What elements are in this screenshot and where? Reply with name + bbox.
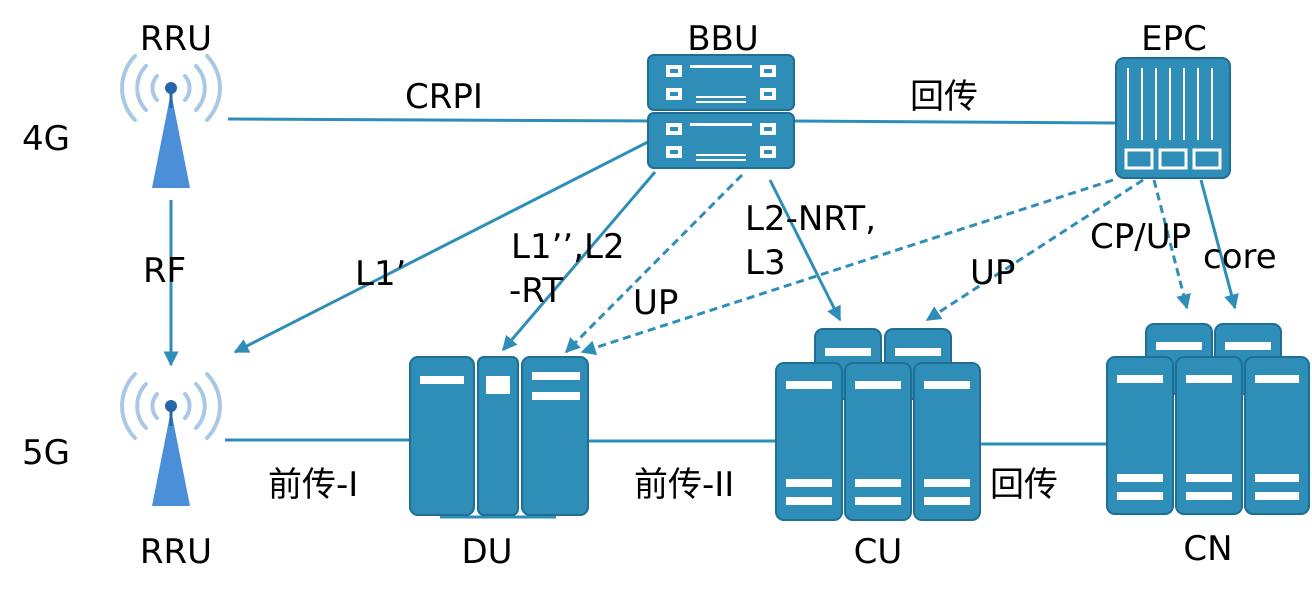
node-label-cu: CU (854, 532, 903, 572)
link-label-l1-prime: L1’ (355, 254, 406, 294)
link-label-l1-l2-rt-1: L1’’,L2 (511, 227, 625, 267)
l2nrt-l3-link (768, 179, 842, 322)
links (163, 117, 1239, 446)
antenna-icon-bottom (120, 372, 222, 506)
du-servers-icon (409, 356, 589, 519)
backhaul-top-link (793, 119, 1117, 125)
link-label-l2-nrt-2: L3 (745, 243, 786, 283)
node-label-rru-bottom: RRU (140, 532, 212, 572)
l1-prime-link (233, 140, 649, 354)
cn-servers-icon (1106, 323, 1310, 515)
antenna-icon-top (120, 54, 222, 188)
link-label-core: core (1203, 237, 1277, 277)
up-epc-cu-link (925, 178, 1144, 322)
link-label-cp-up: CP/UP (1090, 217, 1191, 257)
core-epc-cn-link (1199, 179, 1239, 310)
up-epc-du-link (580, 178, 1114, 355)
row-label-5g: 5G (22, 433, 70, 473)
labels: 4G 5G RRU RRU BBU EPC DU CU CN CRPI 回传 R… (22, 19, 1277, 572)
node-label-epc: EPC (1141, 19, 1207, 59)
crpi-link (227, 117, 651, 123)
row-label-4g: 4G (22, 119, 70, 159)
cpup-epc-cn-link (1152, 179, 1191, 310)
epc-icon (1115, 57, 1231, 179)
link-label-backhaul-top: 回传 (910, 77, 978, 117)
node-label-du: DU (461, 532, 512, 572)
up-bbu-du-link (564, 173, 744, 354)
link-label-backhaul-bottom: 回传 (990, 465, 1058, 505)
bbu-icon (647, 54, 795, 169)
cu-servers-icon (775, 328, 981, 521)
link-label-l2-nrt-1: L2-NRT, (745, 199, 876, 239)
link-label-l1-l2-rt-2: -RT (509, 271, 563, 311)
link-label-crpi: CRPI (405, 77, 483, 117)
l1-l2rt-link (501, 171, 657, 352)
node-label-rru-top: RRU (140, 19, 212, 59)
link-label-up-left: UP (633, 283, 678, 323)
link-label-fronthaul-1: 前传-I (268, 465, 358, 505)
link-label-up-middle: UP (970, 253, 1015, 293)
node-label-bbu: BBU (687, 19, 759, 59)
link-label-fronthaul-2: 前传-II (634, 465, 734, 505)
node-label-cn: CN (1183, 529, 1232, 569)
link-label-rf: RF (143, 251, 186, 291)
